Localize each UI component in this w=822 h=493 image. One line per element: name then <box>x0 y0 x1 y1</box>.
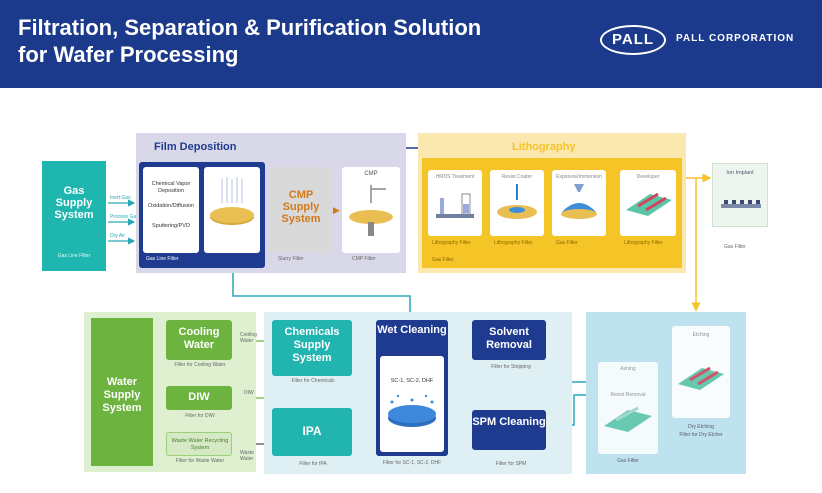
page-title: Filtration, Separation & Purification So… <box>18 14 538 68</box>
litho-step-hmds-label: HMDS Treatment <box>435 174 475 180</box>
chemicals-supply-title: Chemicals Supply System <box>284 326 340 364</box>
ipa-title: IPA <box>302 424 322 438</box>
company-name: PALL CORPORATION <box>676 33 795 44</box>
gas-supply-filter: Gas Line Filter <box>57 253 91 259</box>
wafer-deposition-icon <box>210 177 254 225</box>
cmp-filter-label: CMP Filter <box>352 256 376 262</box>
ashing-filter: Gas Filter <box>617 458 639 464</box>
etching-type: Dry Etching <box>688 424 714 430</box>
process-oxidation: Oxidation/Diffusion <box>147 203 195 209</box>
waste-water-flow: Waste Water <box>240 450 254 462</box>
wet-cleaning-filter: Filter for SC-1, SC-2, DHF <box>382 460 442 466</box>
waste-water-recycling[interactable]: Waste Water Recycling System <box>166 432 232 456</box>
chemicals-supply-system[interactable]: Chemicals Supply System <box>272 320 352 376</box>
solvent-filter: Filter for Stripping <box>491 364 531 370</box>
hmds-icon <box>436 193 474 218</box>
litho-step-hmds[interactable]: HMDS Treatment <box>428 170 482 236</box>
cmp-station[interactable]: CMP <box>342 167 400 253</box>
diw-filter: Filter for DIW <box>185 413 215 419</box>
film-deposition-title: Film Deposition <box>154 141 237 153</box>
litho-step-developer[interactable]: Developer <box>620 170 676 236</box>
spm-cleaning[interactable]: SPM Cleaning <box>472 410 546 450</box>
cmp-label: CMP <box>364 171 378 177</box>
diw[interactable]: DIW <box>166 386 232 410</box>
spm-filter: Filter for SPM <box>495 461 527 467</box>
wet-cleaning-icon <box>388 394 436 427</box>
etching-filter: Filter for Dry Etcher <box>679 432 723 438</box>
waste-water-title: Waste Water Recycling System <box>171 438 229 451</box>
litho-step-developer-label: Developer <box>636 174 660 180</box>
film-wafer-image <box>204 167 260 253</box>
cooling-water-flow: Cooling Water <box>240 332 257 344</box>
ashing-type: Resist Removal <box>610 392 646 398</box>
ion-implant-icon <box>721 200 761 208</box>
process-sputtering: Sputtering/PVD <box>152 223 190 229</box>
litho-filter-2: Lithography Filter <box>494 240 533 246</box>
ashing-icon <box>604 406 652 432</box>
gas-line-process: Process Gas <box>110 214 139 220</box>
spm-cleaning-title: SPM Cleaning <box>472 416 546 428</box>
wet-cleaning-title: Wet Cleaning <box>377 324 447 336</box>
gas-line-inert: Inert Gas <box>110 195 131 201</box>
cmp-polisher-icon <box>349 185 393 236</box>
cmp-supply-title: CMP Supply System <box>281 189 321 225</box>
solvent-removal-title: Solvent Removal <box>486 326 532 351</box>
slurry-filter-label: Slurry Filter <box>278 256 304 262</box>
litho-filter-3: Gas Filter <box>556 240 578 246</box>
litho-step-resist-label: Resist Coater <box>501 174 533 180</box>
gas-line-dry-air: Dry Air <box>110 233 125 239</box>
ipa[interactable]: IPA <box>272 408 352 456</box>
title-line-2: for Wafer Processing <box>18 42 239 67</box>
wet-cleaning-panel: SC-1, SC-2, DHF <box>380 356 444 452</box>
resist-coater-icon <box>497 184 537 219</box>
ion-implant-title: Ion Implant <box>726 170 754 176</box>
cmp-arrow-icon: ▶ <box>333 205 340 215</box>
cmp-supply-system[interactable]: CMP Supply System <box>270 167 332 253</box>
ashing-label: Ashing <box>620 366 636 372</box>
water-supply-title: Water Supply System <box>102 376 142 414</box>
ion-gas-filter: Gas Filter <box>724 244 746 250</box>
developer-icon <box>626 192 672 216</box>
process-cvd: Chemical Vapor Deposition <box>151 181 191 194</box>
litho-step-exposure[interactable]: Exposure/Immersion <box>552 170 606 236</box>
waste-water-filter: Filter for Waste Water <box>175 458 225 464</box>
litho-filter-4: Lithography Filter <box>624 240 663 246</box>
lithography-title: Lithography <box>512 141 576 153</box>
etching-label: Etching <box>692 332 710 338</box>
ipa-filter: Filter for IPA <box>299 461 327 467</box>
diw-flow: DIW <box>244 390 254 396</box>
cooling-water-title: Cooling Water <box>178 326 220 351</box>
chemicals-filter: Filter for Chemicals <box>291 378 335 384</box>
water-supply-system[interactable]: Water Supply System <box>91 318 153 466</box>
etching-icon <box>678 366 724 390</box>
film-process-list: Chemical Vapor Deposition Oxidation/Diff… <box>143 167 199 253</box>
ashing-station[interactable]: Ashing Resist Removal <box>598 362 658 454</box>
exposure-icon <box>561 184 597 219</box>
litho-step-resist[interactable]: Resist Coater <box>490 170 544 236</box>
pall-logo: PALL <box>600 25 666 55</box>
diw-title: DIW <box>188 391 210 403</box>
title-line-1: Filtration, Separation & Purification So… <box>18 15 482 40</box>
litho-gas-filter: Gas Filter <box>432 257 454 263</box>
ion-implant[interactable]: Ion Implant <box>712 163 768 227</box>
solvent-removal[interactable]: Solvent Removal <box>472 320 546 360</box>
cooling-water[interactable]: Cooling Water <box>166 320 232 360</box>
etching-station[interactable]: Etching <box>672 326 730 418</box>
cooling-water-filter: Filter for Cooling Water <box>174 362 226 368</box>
gas-supply-title: Gas Supply System <box>54 185 94 221</box>
litho-filter-1: Lithography Filter <box>432 240 471 246</box>
gas-supply-system[interactable]: Gas Supply System Gas Line Filter <box>42 161 106 271</box>
header-banner: Filtration, Separation & Purification So… <box>0 0 822 88</box>
wet-cleaning-sub: SC-1, SC-2, DHF <box>390 378 434 384</box>
film-filter-label: Gas Line Filter <box>146 256 179 262</box>
litho-step-exposure-label: Exposure/Immersion <box>556 174 602 180</box>
